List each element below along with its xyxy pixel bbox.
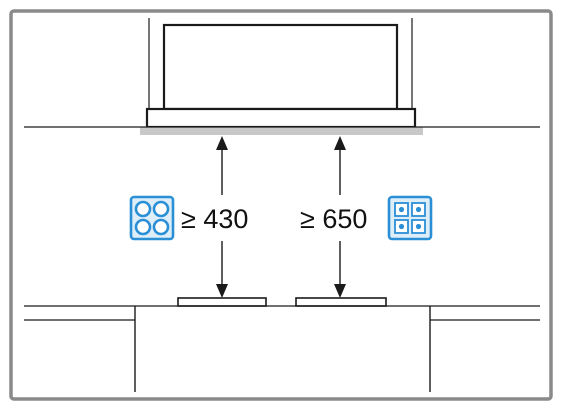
hood-body: [162, 23, 399, 111]
gas-clearance-label: ≥ 650: [300, 204, 367, 234]
wall-cabinet: [148, 18, 413, 112]
induction-clearance-label: ≥ 430: [181, 204, 248, 234]
gas-hob-top: [295, 297, 387, 307]
induction-hob-top: [177, 297, 267, 307]
gas-hob-icon: [387, 195, 433, 241]
countertop: [24, 305, 540, 321]
hood-grey-strip: [140, 127, 423, 135]
base-cabinet: [134, 306, 431, 392]
induction-hob-icon: [129, 195, 175, 241]
hood-base-plate: [145, 107, 417, 129]
cooker-hood: [140, 23, 423, 135]
